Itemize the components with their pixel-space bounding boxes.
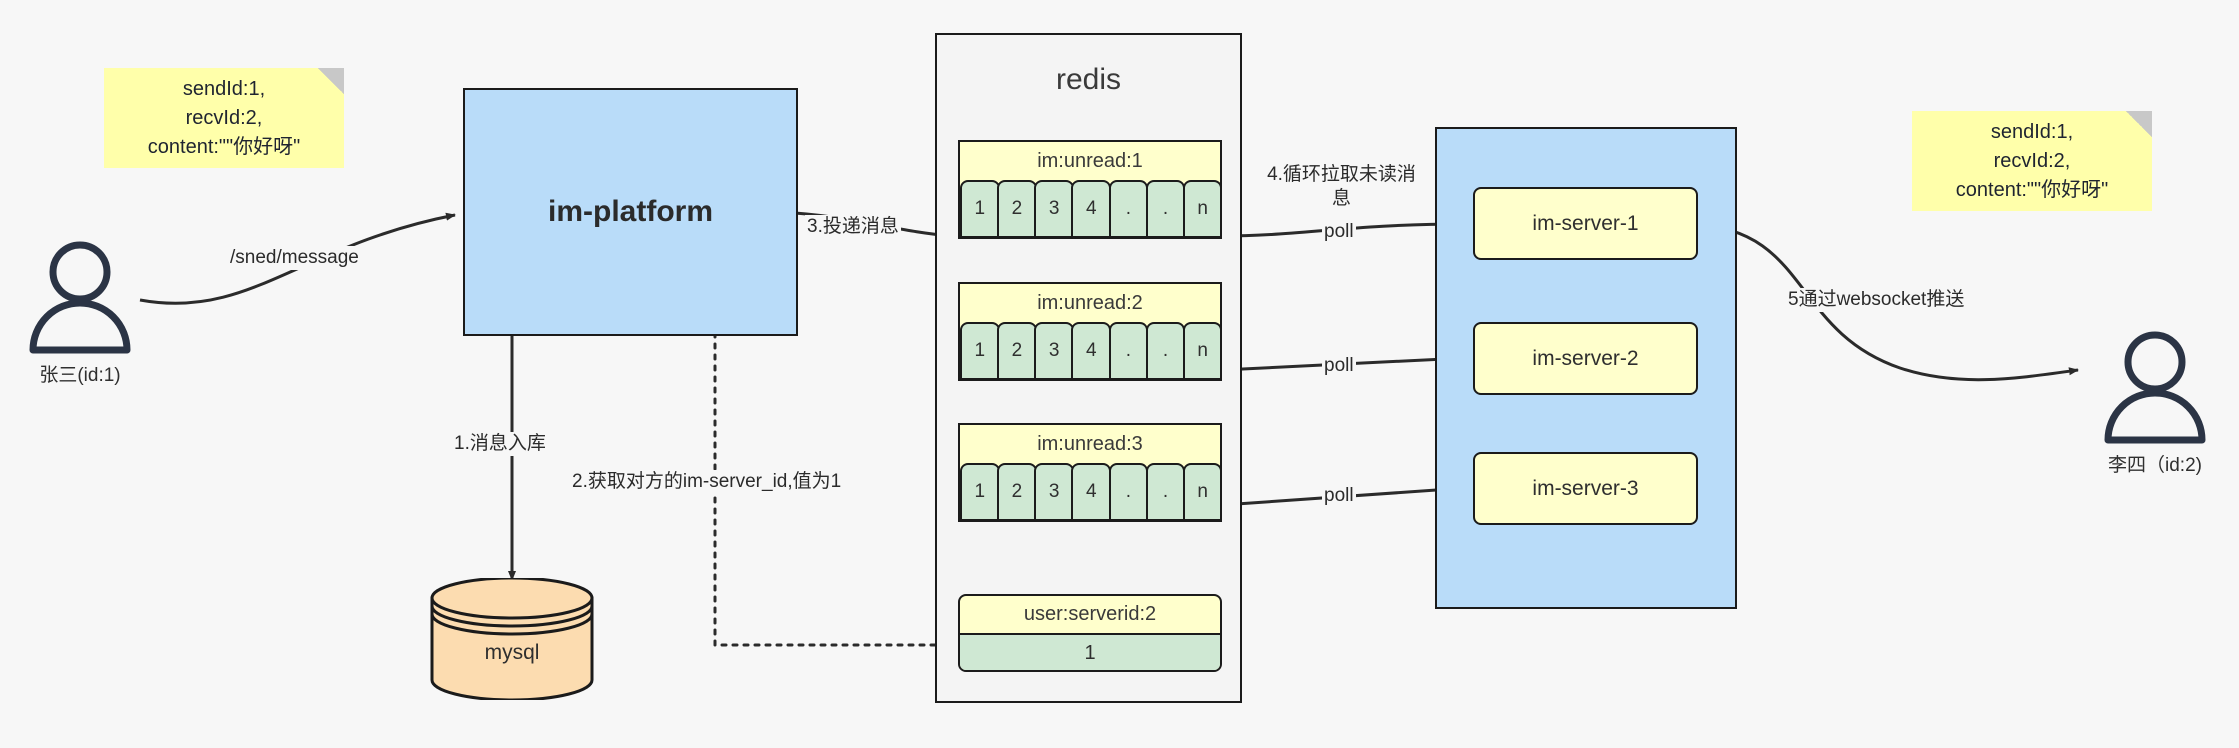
redis-list-2-cells: 1 2 3 4 . . n	[960, 322, 1220, 379]
sticky-note-left: sendId:1, recvId:2, content:""你好呀"	[104, 68, 344, 168]
redis-cell[interactable]: .	[1108, 322, 1149, 379]
mysql-label: mysql	[484, 641, 540, 664]
edge-label-step3: 3.投递消息	[805, 215, 901, 239]
redis-cell[interactable]: 2	[997, 180, 1037, 237]
redis-list-3-key: im:unread:3	[960, 425, 1220, 463]
edge-label-step2: 2.获取对方的im-server_id,值为1	[570, 470, 844, 494]
redis-list-3-cells: 1 2 3 4 . . n	[960, 463, 1220, 520]
redis-cell[interactable]: .	[1145, 463, 1186, 520]
sticky-note-left-text: sendId:1, recvId:2, content:""你好呀"	[147, 77, 301, 158]
redis-cell[interactable]: 3	[1034, 322, 1074, 379]
redis-cell[interactable]: n	[1182, 322, 1220, 379]
edge-sender-to-platform	[139, 212, 456, 305]
actor-receiver[interactable]: 李四（id:2)	[2100, 330, 2210, 476]
redis-kv-value: 1	[960, 633, 1220, 670]
edge-label-poll-3: poll	[1322, 484, 1356, 508]
redis-title: redis	[1055, 63, 1122, 96]
redis-cell[interactable]: .	[1108, 180, 1149, 237]
im-server-2-box[interactable]: im-server-2	[1473, 322, 1698, 395]
edge-server1-to-receiver	[1689, 222, 2079, 382]
redis-list-im-unread-2[interactable]: im:unread:2 1 2 3 4 . . n	[958, 282, 1222, 381]
redis-cell[interactable]: 2	[997, 463, 1037, 520]
im-platform-box[interactable]: im-platform	[463, 88, 798, 336]
sticky-note-right: sendId:1, recvId:2, content:""你好呀"	[1912, 111, 2152, 211]
user-icon	[29, 241, 131, 354]
edge-label-step1: 1.消息入库	[452, 432, 548, 456]
edge-label-poll-1: poll	[1322, 220, 1356, 244]
im-server-1-label: im-server-1	[1532, 211, 1639, 235]
redis-cell[interactable]: 1	[960, 463, 1000, 520]
redis-list-im-unread-3[interactable]: im:unread:3 1 2 3 4 . . n	[958, 423, 1222, 522]
redis-cell[interactable]: 1	[960, 322, 1000, 379]
user-icon	[2104, 331, 2206, 444]
redis-cell[interactable]: n	[1182, 463, 1220, 520]
redis-list-im-unread-1[interactable]: im:unread:1 1 2 3 4 . . n	[958, 140, 1222, 239]
redis-kv-key: user:serverid:2	[1023, 603, 1157, 625]
im-platform-label: im-platform	[548, 195, 713, 228]
mysql-database[interactable]: mysql	[428, 576, 596, 702]
database-cylinder-icon	[430, 576, 594, 702]
redis-cell[interactable]: .	[1145, 180, 1186, 237]
actor-sender[interactable]: 张三(id:1)	[25, 240, 135, 386]
edge-label-step4: 4.循环拉取未读消 息	[1257, 163, 1426, 211]
edge-label-step5: 5通过websocket推送	[1786, 288, 1967, 312]
edge-label-poll-2: poll	[1322, 354, 1356, 378]
note-fold-icon	[2126, 111, 2152, 137]
redis-cell[interactable]: .	[1145, 322, 1186, 379]
note-fold-icon	[318, 68, 344, 94]
im-server-3-box[interactable]: im-server-3	[1473, 452, 1698, 525]
edge-redis-to-platform-dotted	[711, 304, 959, 647]
redis-kv-user-serverid[interactable]: user:serverid:2 1	[958, 594, 1222, 672]
redis-cell[interactable]: 4	[1071, 180, 1112, 237]
redis-cell[interactable]: 2	[997, 322, 1037, 379]
redis-cell[interactable]: 4	[1071, 463, 1112, 520]
im-server-3-label: im-server-3	[1532, 476, 1639, 500]
redis-cell[interactable]: 3	[1034, 180, 1074, 237]
im-server-1-box[interactable]: im-server-1	[1473, 187, 1698, 260]
redis-list-1-key: im:unread:1	[960, 142, 1220, 180]
redis-cell[interactable]: .	[1108, 463, 1149, 520]
actor-sender-label: 张三(id:1)	[39, 365, 121, 386]
redis-list-1-cells: 1 2 3 4 . . n	[960, 180, 1220, 237]
redis-cell[interactable]: 1	[960, 180, 1000, 237]
redis-cell[interactable]: 3	[1034, 463, 1074, 520]
sticky-note-right-text: sendId:1, recvId:2, content:""你好呀"	[1955, 120, 2109, 201]
edge-label-send-message: /sned/message	[228, 246, 361, 270]
redis-list-2-key: im:unread:2	[960, 284, 1220, 322]
redis-cell[interactable]: 4	[1071, 322, 1112, 379]
actor-receiver-label: 李四（id:2)	[2108, 455, 2202, 476]
im-server-2-label: im-server-2	[1532, 346, 1639, 370]
redis-cell[interactable]: n	[1182, 180, 1220, 237]
